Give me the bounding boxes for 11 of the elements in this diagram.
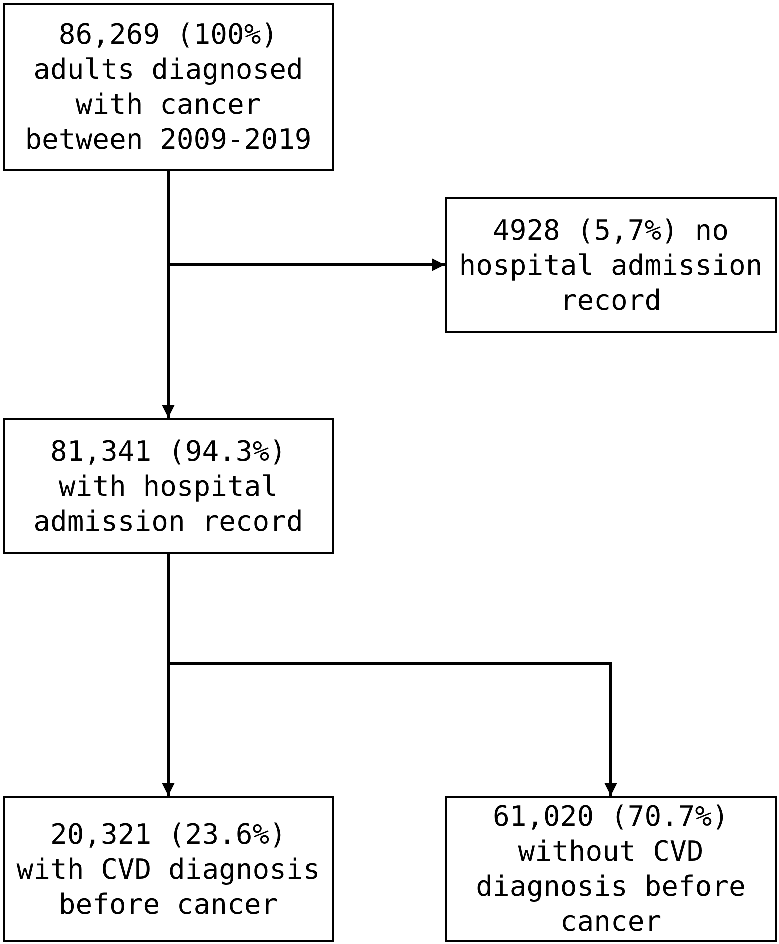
box-text: 4928 (5,7%) no hospital admission record: [458, 212, 764, 318]
flow-box: [3, 796, 334, 942]
box-text: 20,321 (23.6%) with CVD diagnosis before cancer: [16, 816, 322, 922]
arrow: [162, 171, 175, 418]
flow-box: [3, 3, 334, 171]
box-text: 86,269 (100%) adults diagnosed with cancer between 2009-2019: [24, 17, 313, 157]
flow-box: [445, 796, 777, 942]
flow-box: [3, 418, 334, 554]
flow-box: [445, 197, 777, 333]
box-text: 61,020 (70.7%) without CVD diagnosis before cancer: [475, 799, 747, 939]
box-text: 81,341 (94.3%) with hospital admission record: [32, 434, 304, 538]
